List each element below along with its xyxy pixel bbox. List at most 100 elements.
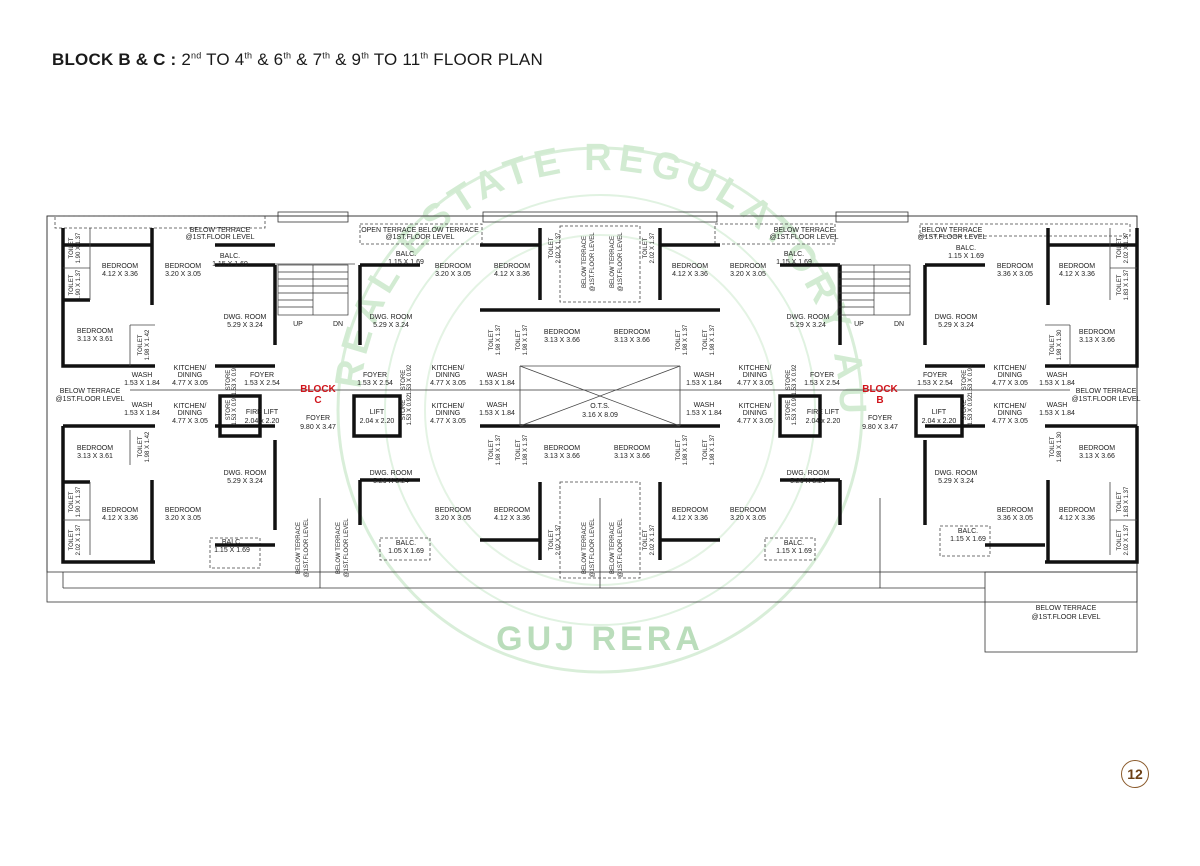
mlt-wash-dim: 1.53 X 1.84 <box>479 380 515 387</box>
mlb-toilet1: TOILET <box>549 529 555 550</box>
mrt-bed1: BEDROOM <box>672 263 708 270</box>
mrt-toilet3-dim: 1.98 X 1.37 <box>710 324 716 355</box>
staircase-c <box>277 264 349 316</box>
mrt-toilet1: TOILET <box>643 237 649 258</box>
store-5-dim: 1.53 X 0.92 <box>792 364 798 395</box>
mrb-kit-2: DINING <box>743 410 768 417</box>
lt-toilet3: TOILET <box>138 334 144 355</box>
mlb-balc: BALC. <box>396 540 416 547</box>
lift-b-dim: 2.04 x 2.20 <box>922 418 957 425</box>
stair-b-dn: DN <box>894 321 904 328</box>
lb-dwg: DWG. ROOM <box>224 470 267 477</box>
mrt-foyer: FOYER <box>810 372 834 379</box>
rt-kit-1: KITCHEN/ <box>994 365 1027 372</box>
terrace-bottom-1: BELOW TERRACE <box>1036 605 1097 612</box>
rt-foyer-dim: 1.53 X 2.54 <box>917 380 953 387</box>
stair-c-dn: DN <box>333 321 343 328</box>
mlt-foyer: FOYER <box>363 372 387 379</box>
mrt-dwg-dim: 5.29 X 3.24 <box>790 322 826 329</box>
terrace-dashed <box>54 215 1131 579</box>
lt-toilet3-dim: 1.98 X 1.42 <box>145 329 151 360</box>
mrt-toilet2: TOILET <box>676 329 682 350</box>
rt-dwg-dim: 5.29 X 3.24 <box>938 322 974 329</box>
fire-lift-c-dim: 2.04 x 2.20 <box>245 418 280 425</box>
lt-kit-1: KITCHEN/ <box>174 365 207 372</box>
mrb-balc: BALC. <box>784 540 804 547</box>
store-4: STORE <box>401 400 407 421</box>
terrace-left-2: @1ST.FLOOR LEVEL <box>56 396 125 403</box>
lt-foyer-dim: 1.53 X 2.54 <box>244 380 280 387</box>
mrb-toilet1: TOILET <box>643 529 649 550</box>
rb-bed2-dim: 3.36 X 3.05 <box>997 515 1033 522</box>
stair-c-up: UP <box>293 321 303 328</box>
mlb-wash-dim: 1.53 X 1.84 <box>479 410 515 417</box>
rt-bed3: BEDROOM <box>1079 329 1115 336</box>
mrb-bed2-dim: 3.20 X 3.05 <box>730 515 766 522</box>
mlb-balc-dim: 1.05 X 1.69 <box>388 548 424 555</box>
mlb-toilet2: TOILET <box>489 439 495 460</box>
terrace-left-1: BELOW TERRACE <box>60 388 121 395</box>
lt-balc-dim: 1.15 X 1.69 <box>212 261 248 268</box>
store-2-dim: 1.53 X 0.92 <box>232 394 238 425</box>
rb-wash-dim: 1.53 X 1.84 <box>1039 410 1075 417</box>
store-4-dim: 1.53 X 0.92 <box>407 394 413 425</box>
title-floors: 2nd TO 4th & 6th & 7th & 9th TO 11th FLO… <box>181 50 543 69</box>
mlt-kit-dim: 4.77 X 3.05 <box>430 380 466 387</box>
mlb-bed2-dim: 3.20 X 3.05 <box>435 515 471 522</box>
rt-dwg: DWG. ROOM <box>935 314 978 321</box>
open-terrace-2: @1ST.FLOOR LEVEL <box>386 234 455 241</box>
lb-toilet2-dim: 2.02 X 1.37 <box>76 524 82 555</box>
mrb-bed2: BEDROOM <box>730 507 766 514</box>
lb-toilet1-dim: 1.90 X 1.37 <box>76 486 82 517</box>
mlt-dwg-dim: 5.29 X 3.24 <box>373 322 409 329</box>
mrb-dwg-dim: 5.29 X 3.24 <box>790 478 826 485</box>
terrace-bottom-2: @1ST.FLOOR LEVEL <box>1032 614 1101 621</box>
lb-balc: BALC. <box>222 539 242 546</box>
lt-dwg: DWG. ROOM <box>224 314 267 321</box>
rt-kit-2: DINING <box>998 372 1023 379</box>
lb-bed3-dim: 3.13 X 3.61 <box>77 453 113 460</box>
rt-bed1-dim: 4.12 X 3.36 <box>1059 271 1095 278</box>
mlt-balc-dim: 1.15 X 1.69 <box>388 259 424 266</box>
mrb-bed3: BEDROOM <box>614 445 650 452</box>
store-5: STORE <box>786 370 792 391</box>
lb-kit-dim: 4.77 X 3.05 <box>172 418 208 425</box>
mlt-toilet3: TOILET <box>516 329 522 350</box>
rb-toilet3-dim: 1.98 X 1.30 <box>1057 431 1063 462</box>
rt-bed2-dim: 3.36 X 3.05 <box>997 271 1033 278</box>
mrb-dwg: DWG. ROOM <box>787 470 830 477</box>
mrt-balc: BALC. <box>784 251 804 258</box>
mrt-kit-dim: 4.77 X 3.05 <box>737 380 773 387</box>
mlt-toilet1: TOILET <box>549 237 555 258</box>
rb-toilet2-dim: 1.83 X 1.37 <box>1124 486 1130 517</box>
mlb-toilet3-dim: 1.98 X 1.37 <box>523 434 529 465</box>
mlt-bed1-dim: 4.12 X 3.36 <box>494 271 530 278</box>
title-prefix: BLOCK B & C : <box>52 50 177 69</box>
rt-wash: WASH <box>1047 372 1068 379</box>
mlb-dwg: DWG. ROOM <box>370 470 413 477</box>
mrt-toilet2-dim: 1.98 X 1.37 <box>683 324 689 355</box>
terrace-topright-2: @1ST.FLOOR LEVEL <box>918 234 987 241</box>
lt-bed2-dim: 3.20 X 3.05 <box>165 271 201 278</box>
mrb-kit-1: KITCHEN/ <box>739 403 772 410</box>
lift-c: LIFT <box>370 409 385 416</box>
mlt-bed3: BEDROOM <box>544 329 580 336</box>
mlt-bed2: BEDROOM <box>435 263 471 270</box>
stair-b-up: UP <box>854 321 864 328</box>
terrace-vert-5b: @1ST.FLOOR LEVEL <box>590 232 596 292</box>
lb-toilet2: TOILET <box>69 529 75 550</box>
terrace-topleft-1: BELOW TERRACE <box>190 227 251 234</box>
mlt-toilet2: TOILET <box>489 329 495 350</box>
rb-toilet3: TOILET <box>1050 436 1056 457</box>
mlb-bed2: BEDROOM <box>435 507 471 514</box>
mrt-dwg: DWG. ROOM <box>787 314 830 321</box>
mlb-bed3: BEDROOM <box>544 445 580 452</box>
mlb-toilet2-dim: 1.98 X 1.37 <box>496 434 502 465</box>
terrace-vert-2a: BELOW TERRACE <box>336 522 342 574</box>
lt-toilet1-dim: 1.90 X 1.37 <box>76 232 82 263</box>
terrace-topleft-2: @1ST.FLOOR LEVEL <box>186 234 255 241</box>
store-6-dim: 1.53 X 0.92 <box>792 394 798 425</box>
mlt-kit-1: KITCHEN/ <box>432 365 465 372</box>
mrb-bed1-dim: 4.12 X 3.36 <box>672 515 708 522</box>
rt-foyer: FOYER <box>923 372 947 379</box>
